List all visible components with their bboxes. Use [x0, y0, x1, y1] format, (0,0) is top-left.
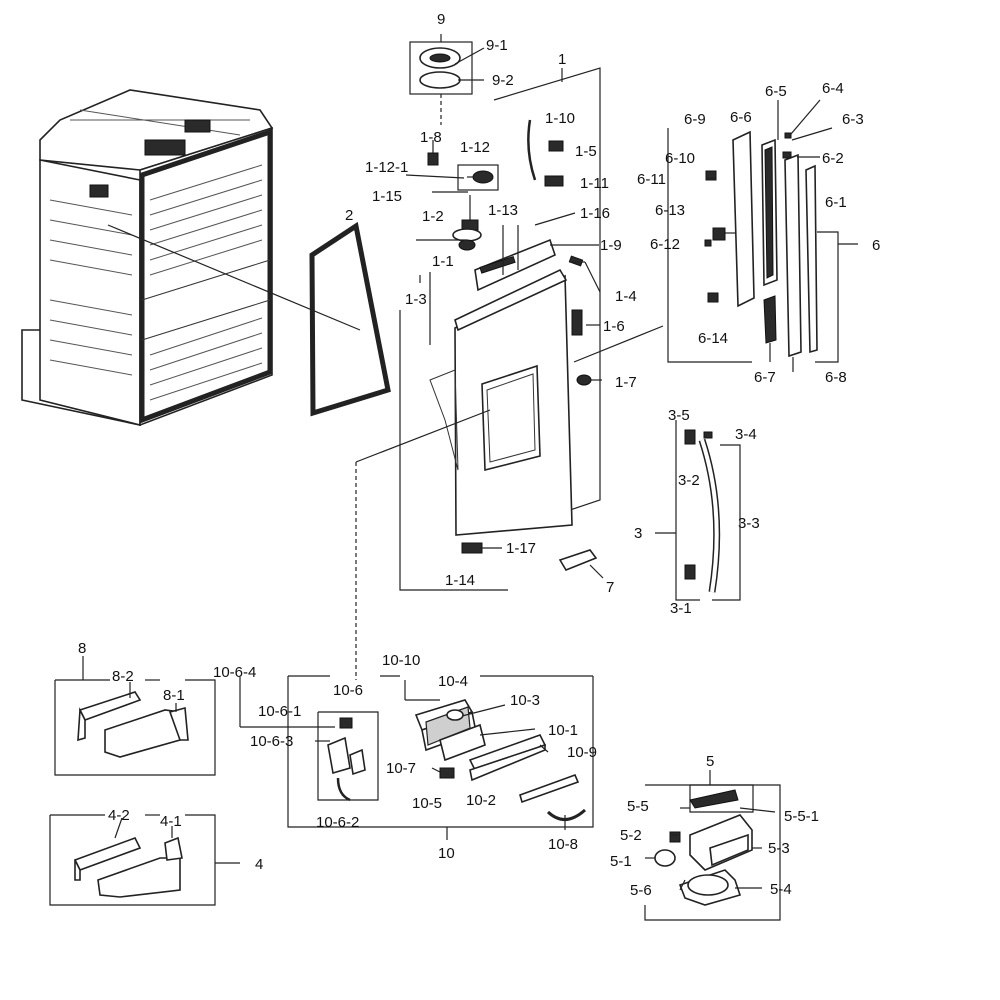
label-1-12-1: 1-12-1 [365, 159, 408, 176]
label-6-1: 6-1 [825, 194, 847, 211]
label-8-1: 8-1 [163, 687, 185, 704]
label-2: 2 [345, 207, 353, 224]
door-gasket [309, 221, 391, 417]
label-1-12: 1-12 [460, 139, 490, 156]
label-10-6-4: 10-6-4 [213, 664, 256, 681]
label-10-6-3: 10-6-3 [250, 733, 293, 750]
label-1-2: 1-2 [422, 208, 444, 225]
label-5: 5 [706, 753, 714, 770]
label-6-6: 6-6 [730, 109, 752, 126]
label-10-9: 10-9 [567, 744, 597, 761]
label-10-3: 10-3 [510, 692, 540, 709]
label-1-7: 1-7 [615, 374, 637, 391]
label-6-8: 6-8 [825, 369, 847, 386]
label-6-14: 6-14 [698, 330, 728, 347]
label-1-14: 1-14 [445, 572, 475, 589]
label-1-16: 1-16 [580, 205, 610, 222]
label-3: 3 [634, 525, 642, 542]
label-3-5: 3-5 [668, 407, 690, 424]
label-1-17: 1-17 [506, 540, 536, 557]
label-1-15: 1-15 [372, 188, 402, 205]
label-10-4: 10-4 [438, 673, 468, 690]
label-3-1: 3-1 [670, 600, 692, 617]
label-1-9: 1-9 [600, 237, 622, 254]
label-5-6: 5-6 [630, 882, 652, 899]
label-1-1: 1-1 [432, 253, 454, 270]
label-6-2: 6-2 [822, 150, 844, 167]
refrigerator-cabinet [21, 89, 274, 427]
label-3-2: 3-2 [678, 472, 700, 489]
label-6-13: 6-13 [655, 202, 685, 219]
label-6-3: 6-3 [842, 111, 864, 128]
label-1: 1 [558, 51, 566, 68]
label-10: 10 [438, 845, 455, 862]
label-8: 8 [78, 640, 86, 657]
label-1-6: 1-6 [603, 318, 625, 335]
label-9-1: 9-1 [486, 37, 508, 54]
label-5-1: 5-1 [610, 853, 632, 870]
label-1-10: 1-10 [545, 110, 575, 127]
label-10-1: 10-1 [548, 722, 578, 739]
label-6-9: 6-9 [684, 111, 706, 128]
callout-labels: 9 9-1 9-2 1 1-10 1-8 1-5 1-12 1-12-1 1-1… [78, 11, 880, 899]
label-5-3: 5-3 [768, 840, 790, 857]
label-6: 6 [872, 237, 880, 254]
label-6-7: 6-7 [754, 369, 776, 386]
label-10-6-2: 10-6-2 [316, 814, 359, 831]
label-1-8: 1-8 [420, 129, 442, 146]
label-5-5: 5-5 [627, 798, 649, 815]
label-10-6-1: 10-6-1 [258, 703, 301, 720]
label-5-5-1: 5-5-1 [784, 808, 819, 825]
label-7: 7 [606, 579, 614, 596]
label-4-2: 4-2 [108, 807, 130, 824]
label-9-2: 9-2 [492, 72, 514, 89]
label-10-5: 10-5 [412, 795, 442, 812]
label-4: 4 [255, 856, 263, 873]
label-10-6: 10-6 [333, 682, 363, 699]
label-5-4: 5-4 [770, 881, 792, 898]
label-3-4: 3-4 [735, 426, 757, 443]
label-1-13: 1-13 [488, 202, 518, 219]
label-1-5: 1-5 [575, 143, 597, 160]
label-6-11: 6-11 [637, 171, 666, 188]
label-9: 9 [437, 11, 445, 28]
label-6-5: 6-5 [765, 83, 787, 100]
label-6-10: 6-10 [665, 150, 695, 167]
door-assembly [399, 67, 601, 591]
label-10-7: 10-7 [386, 760, 416, 777]
label-10-2: 10-2 [466, 792, 496, 809]
label-4-1: 4-1 [160, 813, 182, 830]
label-1-3: 1-3 [405, 291, 427, 308]
label-5-2: 5-2 [620, 827, 642, 844]
label-10-8: 10-8 [548, 836, 578, 853]
label-8-2: 8-2 [112, 668, 134, 685]
label-1-11: 1-11 [580, 175, 609, 192]
label-1-4: 1-4 [615, 288, 637, 305]
label-6-12: 6-12 [650, 236, 680, 253]
label-6-4: 6-4 [822, 80, 844, 97]
label-10-10: 10-10 [382, 652, 420, 669]
label-3-3: 3-3 [738, 515, 760, 532]
